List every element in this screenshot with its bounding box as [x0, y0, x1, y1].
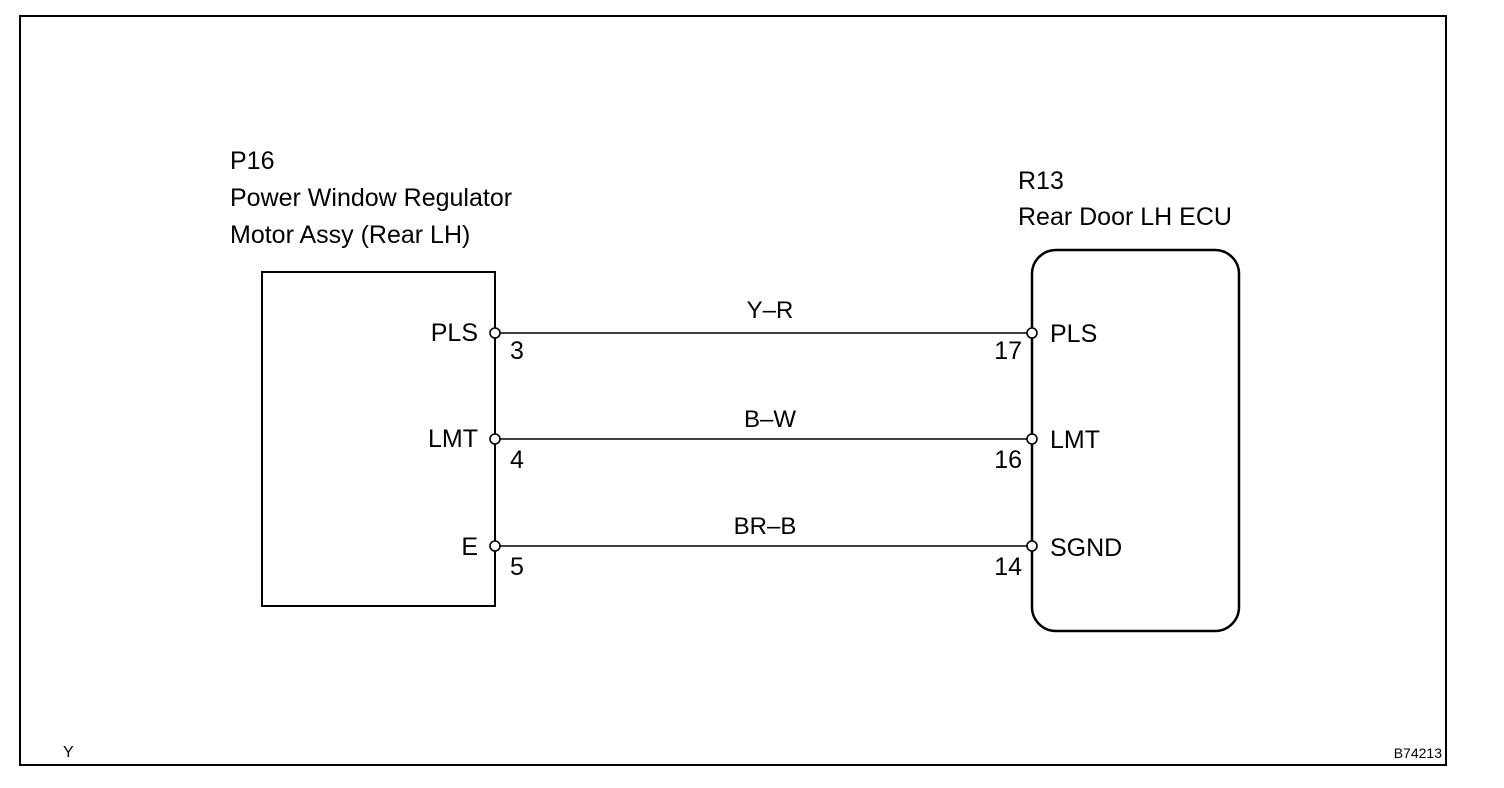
right-component-code: R13 [1018, 167, 1064, 195]
terminal-left-4 [489, 433, 501, 445]
right-pin-label-sgnd: SGND [1050, 534, 1123, 562]
terminal-right-14 [1026, 540, 1038, 552]
left-component-code: P16 [230, 147, 275, 175]
terminal-left-3 [489, 327, 501, 339]
left-pin-label-e: E [461, 533, 478, 561]
figure-id: B74213 [1393, 745, 1442, 761]
left-pin-number-3: 3 [510, 337, 524, 365]
left-pin-number-4: 4 [510, 446, 524, 474]
diagram-frame [19, 15, 1447, 766]
terminal-left-5 [489, 540, 501, 552]
right-pin-number-17: 17 [994, 337, 1022, 365]
wire-color-b-w: B–W [743, 406, 796, 433]
left-pin-label-pls: PLS [430, 319, 478, 347]
left-pin-number-5: 5 [510, 553, 524, 581]
left-component-name-line1: Power Window Regulator [230, 184, 513, 212]
wire-color-y-r: Y–R [746, 297, 794, 324]
terminal-right-17 [1026, 327, 1038, 339]
wire-color-br-b: BR–B [733, 513, 797, 540]
right-pin-label-pls: PLS [1050, 320, 1098, 348]
right-pin-label-lmt: LMT [1050, 426, 1100, 454]
right-pin-number-14: 14 [994, 553, 1022, 581]
right-pin-number-16: 16 [994, 446, 1022, 474]
corner-marker-y: Y [63, 744, 74, 761]
right-component-name: Rear Door LH ECU [1018, 203, 1232, 231]
left-pin-label-lmt: LMT [428, 425, 478, 453]
terminal-right-16 [1026, 433, 1038, 445]
left-component-name-line2: Motor Assy (Rear LH) [230, 221, 471, 249]
